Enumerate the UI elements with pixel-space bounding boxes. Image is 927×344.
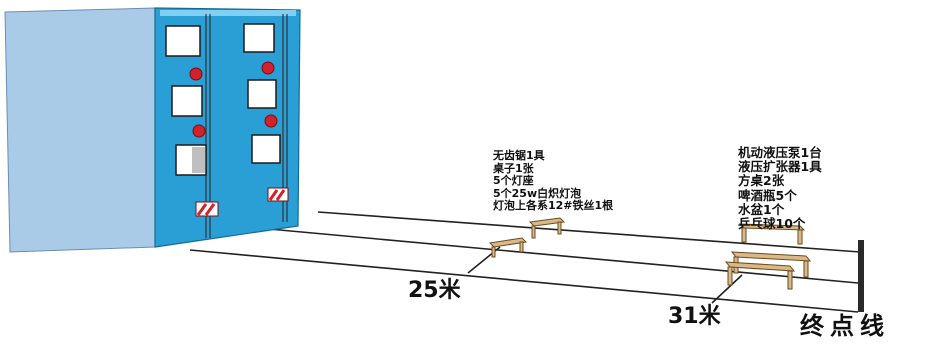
window — [247, 79, 277, 109]
list-item: 桌子1张 — [493, 161, 534, 175]
finish-line-post — [858, 240, 864, 312]
table-leg — [741, 227, 747, 243]
station1-equipment-list: 无齿锯1具 桌子1张 5个灯座 5个25w白炽灯泡 灯泡上各系12#铁丝1根 — [493, 149, 614, 213]
building — [4, 7, 301, 253]
table-leg — [787, 270, 793, 290]
table-leg — [803, 260, 809, 278]
list-item: 水盆1个 — [738, 201, 785, 217]
list-item: 无齿锯1具 — [493, 149, 545, 162]
red-marker — [261, 61, 275, 75]
red-marker — [189, 67, 203, 81]
table-leg — [519, 241, 524, 253]
distance-label-25m: 25米 — [408, 278, 461, 303]
list-item: 液压扩张器1具 — [738, 159, 822, 175]
station2-equipment-list: 机动液压泵1台 液压扩张器1具 方桌2张 啤酒瓶5个 水盆1个 乒乓球10个 — [738, 145, 822, 232]
list-item: 啤酒瓶5个 — [738, 187, 797, 203]
roof-strip — [160, 10, 296, 16]
station1-tables — [488, 217, 566, 258]
lane-line-far — [317, 211, 861, 253]
list-item: 乒乓球10个 — [738, 216, 806, 232]
lane-line-near — [189, 249, 859, 313]
finish-line-label: 终点线 — [800, 312, 890, 340]
table — [488, 237, 528, 248]
table — [528, 217, 566, 227]
list-item: 5个25w白炽灯泡 — [493, 186, 582, 200]
table-leg — [531, 225, 536, 239]
table-leg — [727, 266, 733, 286]
warning-stripe — [195, 201, 219, 217]
table — [724, 261, 796, 272]
window — [171, 85, 203, 117]
list-item: 灯泡上各系12#铁丝1根 — [493, 199, 614, 212]
lane-lines — [189, 211, 861, 313]
table-leg — [797, 229, 803, 245]
list-item: 5个灯座 — [493, 174, 534, 187]
station2-tables — [724, 223, 812, 290]
building-side-wall — [4, 7, 156, 253]
table — [730, 251, 812, 262]
red-marker — [264, 114, 278, 128]
window — [243, 23, 275, 53]
window — [165, 25, 201, 57]
list-item: 机动液压泵1台 — [738, 145, 822, 160]
distance-label-31m: 31米 — [668, 304, 721, 329]
window — [251, 134, 281, 164]
table-leg — [557, 221, 562, 235]
tick-31m — [711, 274, 743, 304]
warning-stripe — [267, 187, 289, 202]
red-marker — [192, 124, 206, 138]
table — [738, 223, 806, 231]
window-curtain — [192, 147, 205, 173]
lane-line-middle — [257, 227, 859, 284]
table-leg — [491, 246, 496, 258]
list-item: 方桌2张 — [738, 173, 785, 189]
